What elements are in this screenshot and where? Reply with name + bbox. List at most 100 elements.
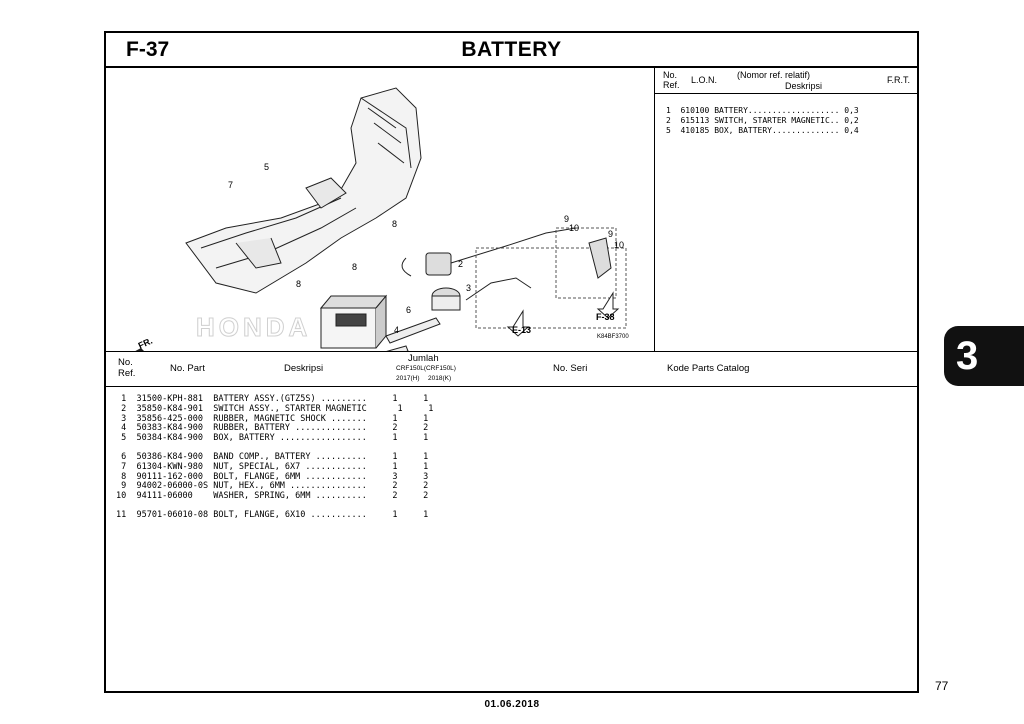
qty-2017: 1 [392, 509, 398, 520]
dot-leader [367, 404, 372, 414]
frt-ref: 5 [666, 126, 671, 135]
ref-e13: E-13 [512, 325, 531, 335]
ref-f38: F-38 [596, 312, 615, 322]
qty-2017: 1 [392, 433, 398, 444]
part-description: SWITCH ASSY., STARTER MAGNETIC [213, 403, 367, 414]
callout-9a: 9 [564, 214, 569, 224]
part-ref: 6 [121, 451, 127, 462]
dot-leader: ......... [315, 394, 367, 404]
qty-2017: 2 [392, 481, 398, 492]
frt-row: 5 410185 BOX, BATTERY.............. 0,4 [666, 126, 859, 136]
part-number: 94111-06000 [136, 491, 193, 502]
frt-row: 2 615113 SWITCH, STARTER MAGNETIC.. 0,2 [666, 116, 859, 126]
callout-9b: 9 [608, 229, 613, 239]
callout-8b: 8 [352, 262, 357, 272]
part-description: NUT, SPECIAL, 6X7 [213, 461, 301, 472]
part-ref: 4 [121, 423, 127, 434]
dot-leader: ................. [274, 433, 367, 444]
table-row: 3 35856-425-000 RUBBER, MAGNETIC SHOCK .… [116, 413, 433, 425]
part-number: 50383-K84-900 [136, 423, 204, 434]
dot-leader: .......... [310, 491, 367, 502]
section-number: 3 [956, 334, 979, 378]
part-number: 95701-06010-08 [136, 509, 209, 520]
col-year-b: 2018(K) [428, 375, 452, 382]
table-row: 5 50384-K84-900 BOX, BATTERY ...........… [116, 433, 433, 444]
page-frame: F-37 BATTERY HONDA [104, 31, 919, 693]
arrow-f38 [596, 291, 620, 319]
figure-title: BATTERY [461, 38, 562, 61]
dot-leader: .. [829, 116, 840, 125]
part-ref: 2 [121, 403, 127, 414]
part-ref: 10 [116, 491, 127, 502]
callout-5: 5 [264, 162, 269, 172]
table-row: 10 94111-06000 WASHER, SPRING, 6MM .....… [116, 491, 433, 502]
callout-2: 2 [458, 259, 463, 269]
page-number: 77 [935, 679, 949, 693]
dot-leader: ............ [300, 461, 367, 472]
qty-2018: 1 [423, 461, 429, 472]
qty-2018: 1 [423, 394, 429, 404]
frt-lon: L.O.N. [691, 75, 718, 85]
col-deskripsi: Deskripsi [284, 363, 324, 374]
part-number: 31500-KPH-881 [136, 394, 204, 404]
callout-7: 7 [228, 180, 233, 190]
part-description: RUBBER, BATTERY [213, 423, 291, 434]
title-bar: F-37 BATTERY [106, 33, 917, 68]
part-ref: 8 [121, 471, 127, 482]
col-no-part: No. Part [170, 363, 205, 374]
dot-leader: ............... [284, 481, 367, 492]
part-number: 94002-06000-0S [136, 481, 209, 492]
frt-desc: BATTERY [714, 106, 748, 115]
part-number: 35850-K84-901 [136, 403, 204, 414]
figure-code: F-37 [126, 38, 170, 61]
dot-leader: .............. [772, 126, 840, 135]
qty-2018: 3 [423, 471, 429, 482]
band-drawing [385, 317, 441, 344]
col-year-a: 2017(H) [396, 375, 420, 382]
table-row: 7 61304-KWN-980 NUT, SPECIAL, 6X7 ......… [116, 461, 433, 473]
callout-6: 6 [406, 305, 411, 315]
frt-nomor: (Nomor ref. relatif) [737, 70, 811, 80]
callout-3: 3 [466, 283, 471, 293]
qty-2018: 2 [423, 481, 429, 492]
dot-leader: ............ [300, 471, 367, 482]
battery-drawing [319, 294, 388, 349]
col-model: CRF150L(CRF150L) [396, 365, 456, 372]
table-row: 6 50386-K84-900 BAND COMP., BATTERY ....… [116, 451, 433, 463]
qty-2017: 2 [392, 423, 398, 434]
callout-4: 4 [394, 325, 399, 335]
part-description: NUT, HEX., 6MM [213, 481, 285, 492]
qty-2018: 1 [423, 451, 429, 462]
qty-2017: 1 [392, 394, 398, 404]
col-no-ref: No. Ref. [118, 357, 136, 379]
section-tab: 3 [944, 326, 1024, 386]
qty-2017: 1 [392, 461, 398, 472]
honda-watermark: HONDA [196, 312, 311, 342]
cable-drawing [450, 227, 577, 301]
callout-8a: 8 [392, 219, 397, 229]
fr-label: FR. [137, 336, 154, 351]
diagram-svg: HONDA [126, 87, 629, 363]
part-ref: 7 [121, 461, 127, 472]
starter-switch-drawing [401, 252, 461, 311]
table-row: 4 50383-K84-900 RUBBER, BATTERY ........… [116, 423, 433, 434]
part-number: 35856-425-000 [136, 413, 204, 424]
frt-row: 1 610100 BATTERY................... 0,3 [666, 106, 859, 116]
table-row: 1 31500-KPH-881 BATTERY ASSY.(GTZ5S) ...… [116, 394, 433, 405]
part-description: BOLT, FLANGE, 6MM [213, 471, 301, 482]
part-ref: 1 [121, 394, 127, 404]
col-no-seri: No. Seri [553, 363, 588, 374]
callout-10a: 10 [569, 223, 579, 233]
frt-ref: 2 [666, 116, 671, 125]
frt-lon: 410185 [680, 126, 710, 135]
part-ref: 11 [116, 509, 127, 520]
qty-2018: 1 [423, 509, 429, 520]
diagram-code: K84BF3700 [597, 334, 629, 340]
part-description: WASHER, SPRING, 6MM [213, 491, 311, 502]
part-number: 50384-K84-900 [136, 433, 204, 444]
exploded-diagram: HONDA [106, 68, 655, 363]
arrow-e13 [506, 309, 530, 337]
table-row: 11 95701-06010-08 BOLT, FLANGE, 6X10 ...… [116, 509, 433, 521]
qty-2018: 1 [423, 433, 429, 444]
dot-leader: ....... [325, 413, 367, 424]
